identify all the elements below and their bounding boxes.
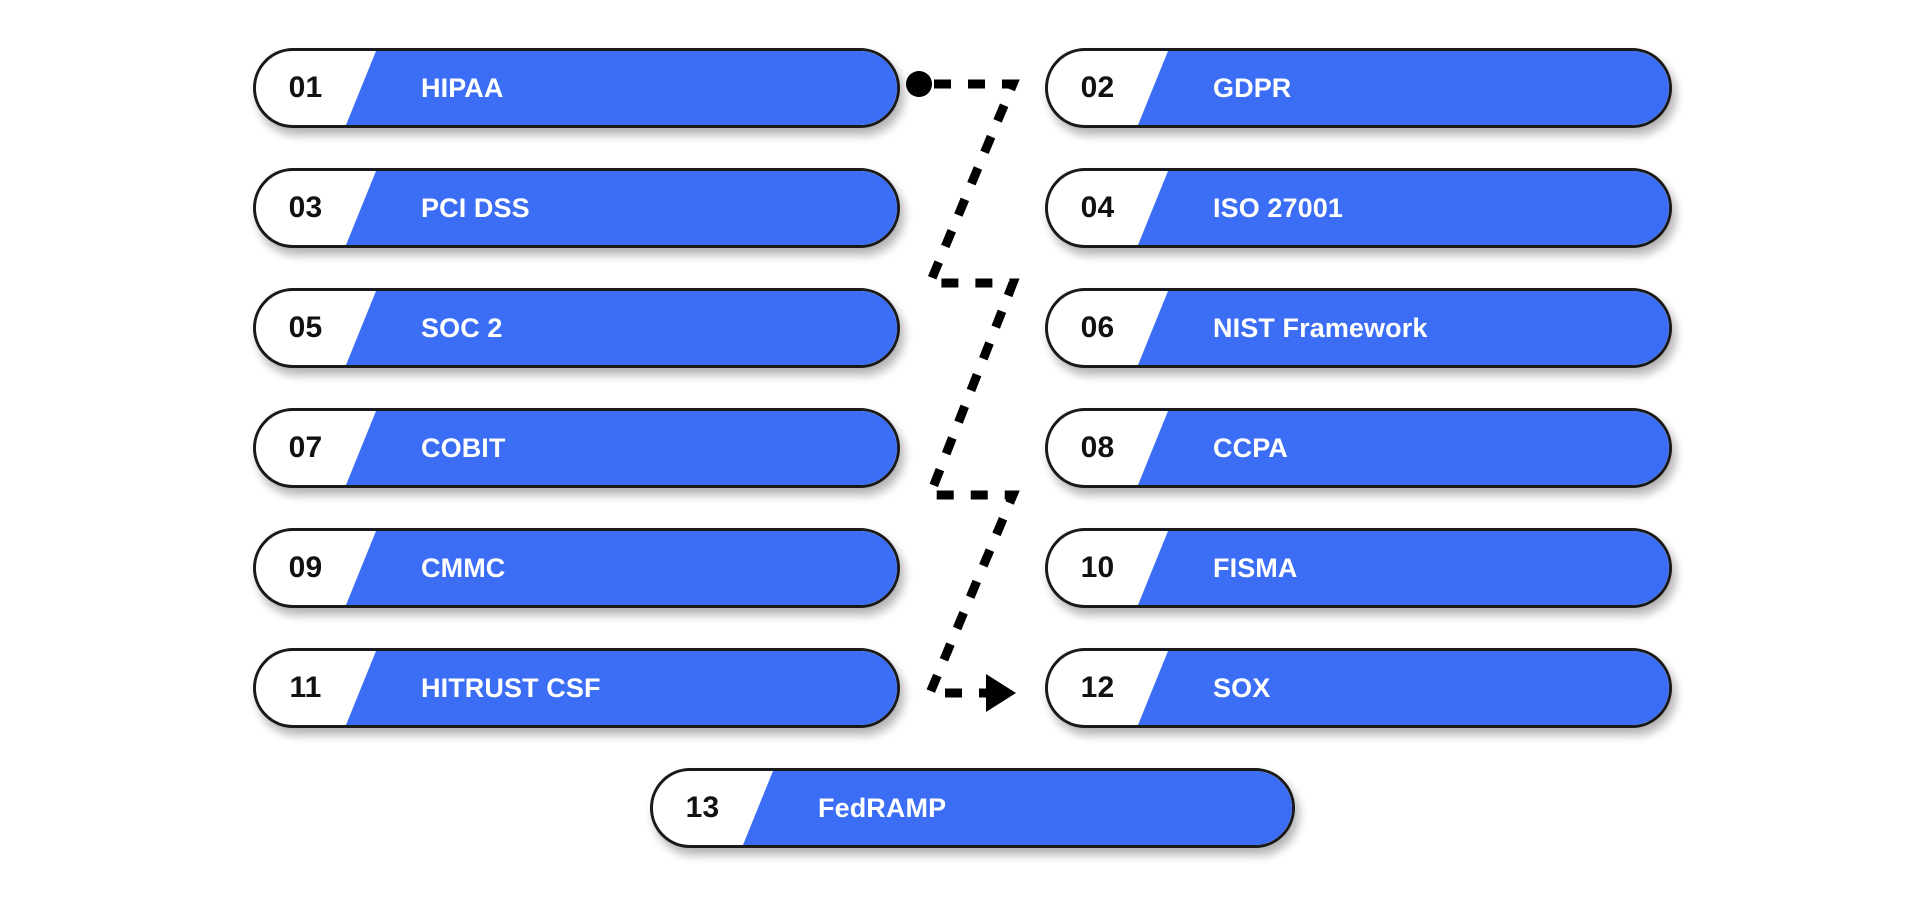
framework-pill[interactable]: 11 HITRUST CSF	[253, 648, 904, 735]
framework-pill[interactable]: 08 CCPA	[1045, 408, 1676, 495]
pill-body	[253, 528, 900, 608]
pill-label: CMMC	[421, 552, 506, 583]
pill-number: 10	[1080, 551, 1115, 584]
framework-pill[interactable]: 07 COBIT	[253, 408, 904, 495]
pill-fill	[346, 411, 897, 485]
pill-label: GDPR	[1213, 72, 1292, 103]
framework-pill[interactable]: 09 CMMC	[253, 528, 904, 615]
connector-start-dot	[906, 71, 932, 97]
framework-pill[interactable]: 01 HIPAA	[253, 48, 904, 135]
pill-label: COBIT	[421, 432, 506, 463]
pill-number: 11	[289, 671, 322, 704]
framework-pill[interactable]: 05 SOC 2	[253, 288, 904, 375]
pill-fill	[346, 51, 897, 125]
pill-number: 12	[1080, 671, 1115, 704]
pill-fill	[346, 531, 897, 605]
pill-body	[253, 48, 900, 128]
pill-label: ISO 27001	[1213, 192, 1343, 223]
pill-label: SOC 2	[421, 312, 503, 343]
pill-label: FedRAMP	[818, 792, 947, 823]
pill-number: 06	[1080, 311, 1115, 344]
pill-number: 08	[1080, 431, 1115, 464]
pill-body	[253, 168, 900, 248]
pill-fill	[743, 771, 1292, 845]
pill-label: SOX	[1213, 672, 1271, 703]
framework-pill[interactable]: 04 ISO 27001	[1045, 168, 1676, 255]
pill-number: 05	[288, 311, 323, 344]
pill-fill	[1138, 171, 1669, 245]
pill-body	[1045, 648, 1672, 728]
framework-pill[interactable]: 03 PCI DSS	[253, 168, 904, 255]
pill-number: 13	[685, 791, 720, 824]
pill-number: 03	[288, 191, 323, 224]
pill-fill	[346, 291, 897, 365]
pill-body	[1045, 408, 1672, 488]
pill-fill	[346, 171, 897, 245]
pill-body	[1045, 168, 1672, 248]
framework-pill[interactable]: 06 NIST Framework	[1045, 288, 1676, 375]
pill-body	[1045, 48, 1672, 128]
framework-pill[interactable]: 02 GDPR	[1045, 48, 1676, 135]
pill-fill	[1138, 651, 1669, 725]
pill-label: HITRUST CSF	[421, 672, 601, 703]
pill-fill	[1138, 531, 1669, 605]
framework-pill[interactable]: 13 FedRAMP	[650, 768, 1299, 855]
connector-path	[923, 79, 1020, 698]
pill-body	[253, 648, 900, 728]
framework-pill[interactable]: 12 SOX	[1045, 648, 1676, 735]
pill-number: 02	[1080, 71, 1115, 104]
pill-fill	[1138, 411, 1669, 485]
pill-fill	[346, 651, 897, 725]
pill-label: NIST Framework	[1213, 312, 1428, 343]
pill-body	[1045, 528, 1672, 608]
pill-number: 07	[288, 431, 323, 464]
pill-number: 04	[1080, 191, 1115, 224]
pill-body	[1045, 288, 1672, 368]
framework-pill[interactable]: 10 FISMA	[1045, 528, 1676, 615]
pill-label: CCPA	[1213, 432, 1288, 463]
pill-number: 09	[288, 551, 323, 584]
pill-label: HIPAA	[421, 72, 504, 103]
pill-body	[253, 288, 900, 368]
pill-fill	[1138, 51, 1669, 125]
pill-body	[253, 408, 900, 488]
pill-fill	[1138, 291, 1669, 365]
pill-label: FISMA	[1213, 552, 1298, 583]
pill-label: PCI DSS	[421, 192, 530, 223]
connector-end-arrow	[986, 674, 1016, 712]
pill-body	[650, 768, 1295, 848]
pill-number: 01	[288, 71, 323, 104]
